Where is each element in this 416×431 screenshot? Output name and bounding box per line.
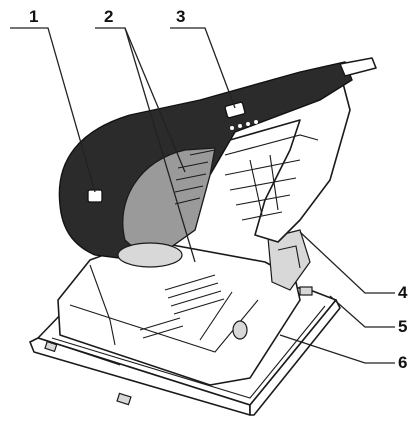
clamp-knob xyxy=(232,320,248,340)
leader-lines xyxy=(10,27,395,364)
power-cord xyxy=(339,57,377,77)
grip-ribs xyxy=(224,154,301,221)
callout-3: 3 xyxy=(176,7,185,26)
front-grip-ribs xyxy=(174,161,209,205)
dust-port xyxy=(267,229,311,291)
callout-4: 4 xyxy=(398,283,408,302)
vent-dots xyxy=(230,120,258,130)
motor-housing xyxy=(58,57,377,268)
callout-2: 2 xyxy=(104,7,113,26)
lower-housing xyxy=(57,229,311,386)
callout-6: 6 xyxy=(398,353,407,372)
callout-1: 1 xyxy=(29,7,38,26)
callout-5: 5 xyxy=(398,317,407,336)
vent-slots xyxy=(139,274,225,339)
